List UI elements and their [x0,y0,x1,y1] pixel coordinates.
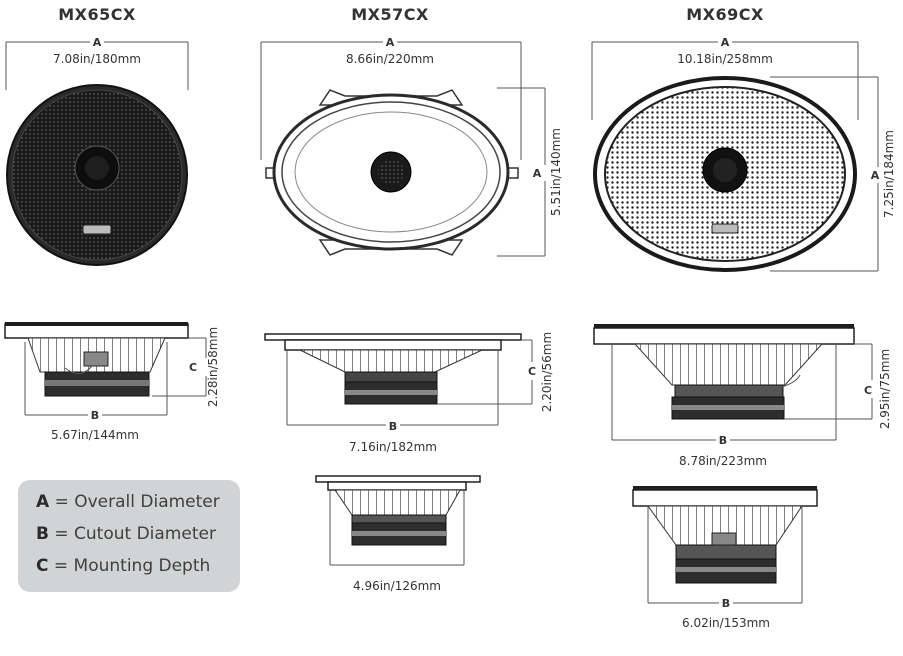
mx57cx-b2-value: 4.96in/126mm [353,579,441,593]
mx69cx-a2-letter: A [871,169,880,182]
mx69cx-a2-value: 7.25in/184mm [882,130,896,218]
mx57cx-a-letter: A [386,36,395,49]
mx69cx-b-value: 8.78in/223mm [679,454,767,468]
model-title-mx57cx: MX57CX [351,5,429,24]
mx57cx-side-view-narrow: 4.96in/126mm [315,475,481,593]
mx65cx-a-letter: A [93,36,102,49]
mx57cx-c-letter: C [528,365,536,378]
mx65cx-a-value: 7.08in/180mm [53,52,141,66]
legend-item-mounting-depth: C = Mounting Depth [36,556,210,576]
dimension-legend: A = Overall Diameter B = Cutout Diameter… [18,480,240,592]
mx69cx-a-letter: A [721,36,730,49]
mx69cx-top-view: A 10.18in/258mm A 7.25in/184mm [591,36,896,272]
mx57cx-a2-letter: A [533,167,542,180]
legend-item-overall-diameter: A = Overall Diameter [36,492,220,512]
legend-item-cutout-diameter: B = Cutout Diameter [36,524,216,544]
mx65cx-c-letter: C [189,361,197,374]
mx57cx-c-value: 2.20in/56mm [540,332,554,412]
mx65cx-c-value: 2.28in/58mm [206,327,220,407]
legend-key: C [36,556,49,576]
mx69cx-b2-value: 6.02in/153mm [682,616,770,630]
legend-text: = Overall Diameter [49,492,220,512]
mx57cx-b-value: 7.16in/182mm [349,440,437,454]
mx69cx-c-value: 2.95in/75mm [878,349,892,429]
model-title-mx65cx: MX65CX [58,5,136,24]
mx57cx-a-value: 8.66in/220mm [346,52,434,66]
legend-text: = Mounting Depth [48,556,211,576]
legend-text: = Cutout Diameter [48,524,216,544]
mx65cx-top-view: A 7.08in/180mm [5,36,189,266]
mx65cx-b-value: 5.67in/144mm [51,428,139,442]
mx65cx-side-view: B 5.67in/144mm C 2.28in/58mm [4,322,220,442]
mx65cx-b-letter: B [91,409,99,422]
legend-key: A [36,492,50,512]
mx57cx-a2-value: 5.51in/140mm [549,128,563,216]
mx57cx-side-view: B 7.16in/182mm C 2.20in/56mm [264,332,554,454]
legend-key: B [36,524,49,544]
mx69cx-c-letter: C [864,384,872,397]
mx69cx-b2-letter: B [722,597,730,610]
mx57cx-top-view: A 8.66in/220mm A 5.51in/140mm [260,36,563,257]
mx69cx-side-view: B 8.78in/223mm C 2.95in/75mm [593,324,892,468]
mx69cx-b-letter: B [719,434,727,447]
model-title-mx69cx: MX69CX [686,5,764,24]
mx69cx-side-view-narrow: B 6.02in/153mm [632,486,818,630]
mx57cx-b-letter: B [389,420,397,433]
mx69cx-a-value: 10.18in/258mm [677,52,773,66]
